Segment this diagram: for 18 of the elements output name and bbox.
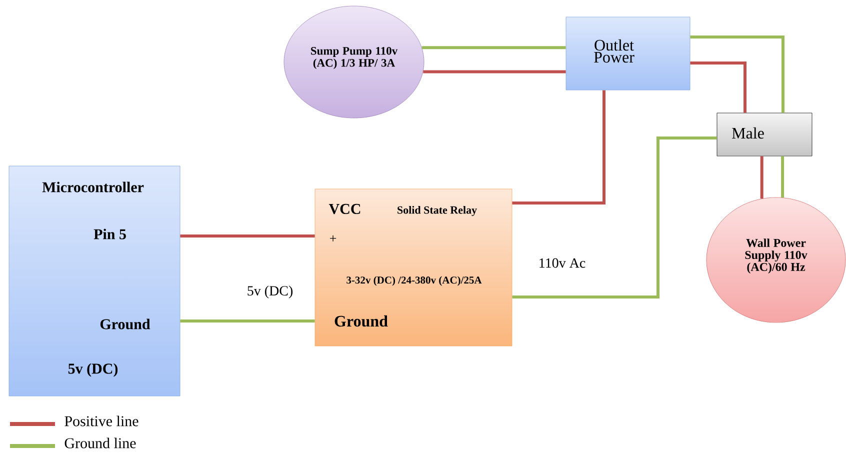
wire (690, 62, 746, 113)
wire-label: 5v (DC) (248, 286, 293, 298)
wire (180, 234, 315, 238)
wire-label: 110v Ac (540, 258, 586, 268)
legend-label: Ground line (64, 438, 136, 448)
relay-box: VCC Solid State Relay + 3-32v (DC) /24-380v (AC)/25A Ground (314, 188, 512, 346)
plug-box: Male (716, 112, 812, 156)
outlet-box: Outlet Power (566, 16, 690, 90)
legend-label: Positive line (64, 416, 138, 426)
wire (180, 320, 315, 322)
wire (512, 136, 717, 298)
wire (422, 46, 566, 50)
wire (423, 70, 566, 74)
wire (512, 90, 606, 204)
wire (690, 36, 784, 113)
wire (760, 156, 764, 199)
wire (781, 156, 784, 198)
microcontroller-box: Microcontroller Pin 5 Ground 5v (DC) (8, 166, 180, 396)
